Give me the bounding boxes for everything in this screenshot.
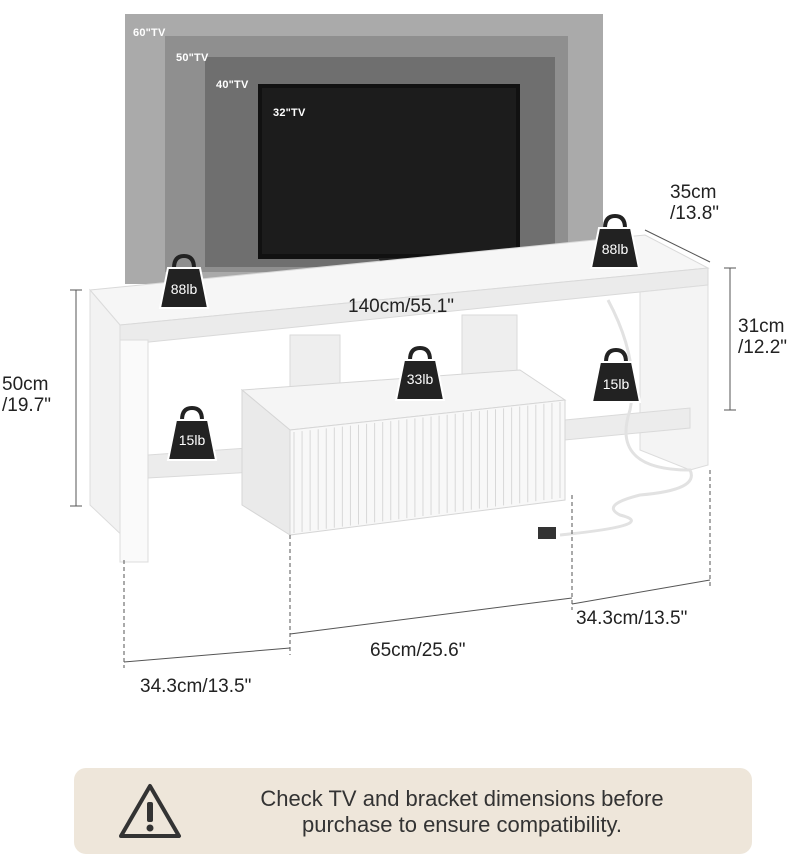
depth-cm: 35cm bbox=[670, 182, 717, 203]
warning-icon bbox=[119, 784, 181, 838]
notice-line-2: purchase to ensure compatibility. bbox=[302, 812, 622, 837]
notice-line-1: Check TV and bracket dimensions before bbox=[260, 786, 664, 811]
depth-dimension: 35cm /13.8" bbox=[670, 182, 719, 224]
width-dimension: 140cm/55.1" bbox=[348, 296, 455, 317]
tv-50-label: 50"TV bbox=[176, 52, 209, 64]
weight-tag-top-left bbox=[158, 253, 210, 309]
weight-center: 33lb bbox=[406, 371, 434, 387]
shelf-height-cm: 31cm bbox=[738, 316, 785, 337]
compatibility-notice: Check TV and bracket dimensions before p… bbox=[74, 768, 752, 854]
weight-tag-right-shelf bbox=[590, 347, 642, 403]
dimension-lines bbox=[70, 229, 736, 668]
weight-left-shelf: 15lb bbox=[178, 432, 206, 448]
notice-text: Check TV and bracket dimensions before p… bbox=[192, 786, 732, 838]
tv-40-label: 40"TV bbox=[216, 79, 249, 91]
weight-top-right: 88lb bbox=[601, 241, 629, 257]
fluted-drawer-front bbox=[293, 402, 561, 533]
tv-32-label: 32"TV bbox=[273, 107, 306, 119]
weight-tag-top-right bbox=[589, 213, 641, 269]
weight-top-left: 88lb bbox=[170, 281, 198, 297]
cabinet-right-panel bbox=[639, 284, 709, 471]
left-section-dimension: 34.3cm/13.5" bbox=[140, 676, 252, 697]
depth-in: /13.8" bbox=[670, 203, 720, 224]
height-dimension: 50cm /19.7" bbox=[2, 374, 51, 416]
right-section-dimension: 34.3cm/13.5" bbox=[576, 608, 688, 629]
center-section-dimension: 65cm/25.6" bbox=[370, 640, 466, 661]
weight-tag-center bbox=[394, 345, 446, 401]
tv-60-label: 60"TV bbox=[133, 27, 166, 39]
weight-tag-left-shelf bbox=[166, 405, 218, 461]
shelf-height-dimension: 31cm /12.2" bbox=[738, 316, 787, 358]
height-in: /19.7" bbox=[2, 395, 52, 416]
weight-right-shelf: 15lb bbox=[602, 376, 630, 392]
shelf-height-in: /12.2" bbox=[738, 337, 788, 358]
height-cm: 50cm bbox=[2, 374, 49, 395]
